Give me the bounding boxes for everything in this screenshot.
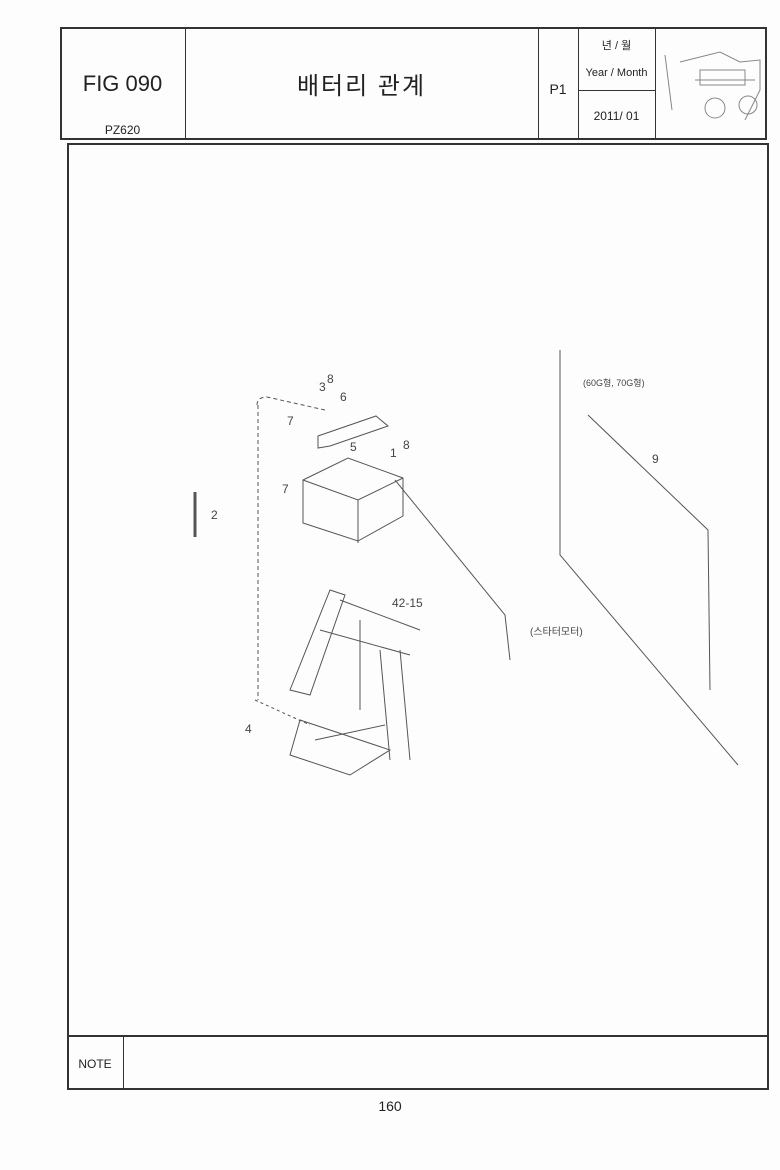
- figure-number: FIG 090: [82, 71, 163, 96]
- callout-5: 5: [350, 440, 357, 454]
- callout-7b: 7: [282, 482, 289, 496]
- callout-7: 7: [287, 414, 294, 428]
- year-month-ko: 년 / 월: [601, 40, 632, 52]
- variant-note: (60G형, 70G형): [583, 378, 645, 388]
- header-frame: [60, 27, 767, 140]
- callout-1: 1: [390, 446, 397, 460]
- callout-4: 4: [245, 722, 252, 736]
- model-name: PZ620: [104, 123, 141, 137]
- callout-3: 3: [319, 380, 326, 394]
- date: 2011/ 01: [593, 109, 640, 123]
- callout-6: 6: [340, 390, 347, 404]
- note-row: [67, 1035, 769, 1090]
- starter-note: (스타터모터): [530, 627, 583, 638]
- callout-9: 9: [652, 452, 659, 466]
- figure-cell: FIG 090 PZ620: [60, 27, 185, 140]
- battery-exploded-diagram: [193, 350, 739, 776]
- year-month-cell: 년 / 월 Year / Month 2011/ 01: [578, 27, 655, 140]
- note-label: NOTE: [67, 1035, 124, 1090]
- page-title: 배터리 관계: [296, 73, 427, 100]
- callout-8b: 8: [403, 438, 410, 452]
- diagram-frame: [67, 143, 769, 1090]
- callout-42-15: 42-15: [392, 596, 423, 610]
- year-month-en: Year / Month: [585, 67, 648, 79]
- callout-8: 8: [327, 372, 334, 386]
- machine-thumbnail-icon: [664, 51, 761, 121]
- page-number: 160: [378, 1098, 402, 1114]
- callout-2: 2: [211, 508, 218, 522]
- page-ref: P1: [549, 81, 567, 97]
